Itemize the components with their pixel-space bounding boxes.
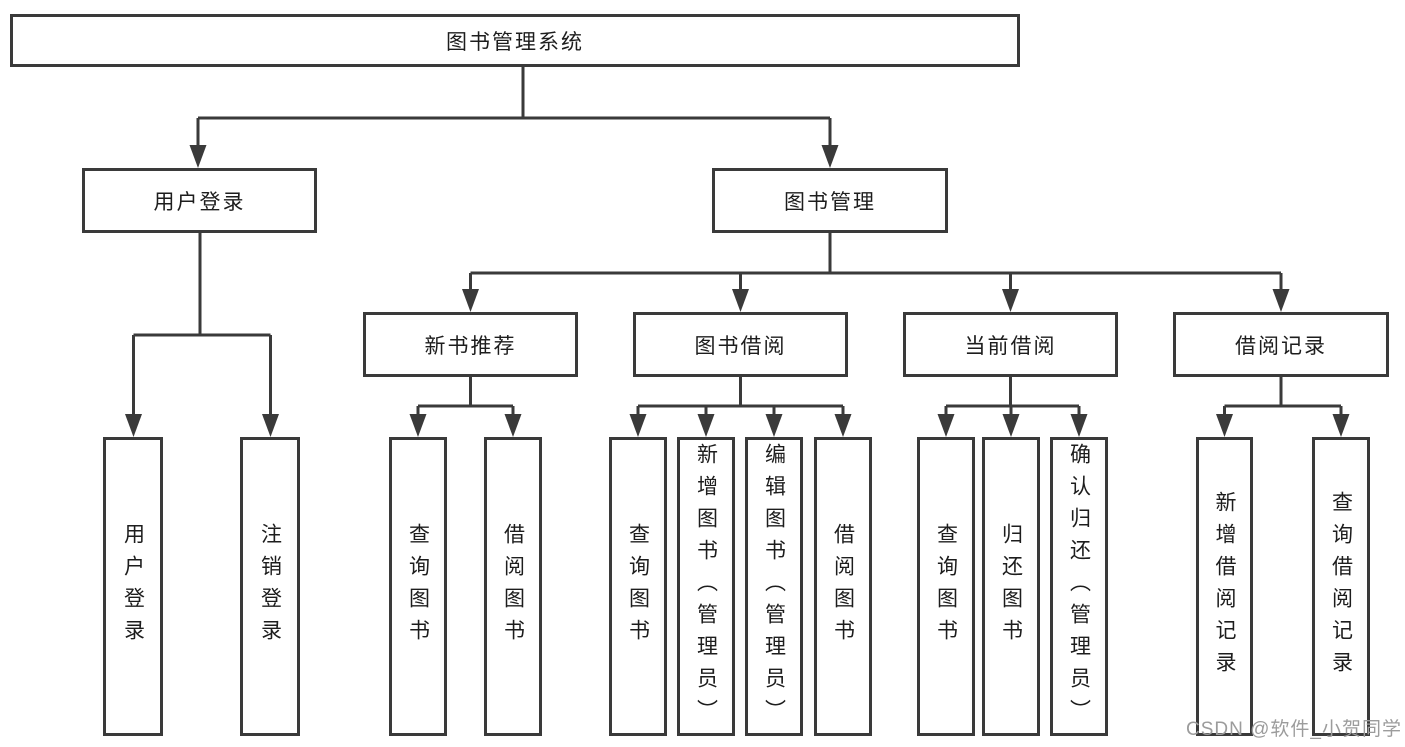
arrowhead bbox=[765, 414, 783, 437]
arrowhead bbox=[1272, 289, 1290, 312]
arrowhead bbox=[1002, 289, 1019, 312]
arrowhead bbox=[821, 145, 839, 168]
arrowhead bbox=[937, 414, 955, 437]
node-new-book-recommend: 新书推荐 bbox=[363, 312, 578, 377]
arrowhead bbox=[1002, 414, 1020, 437]
arrowhead bbox=[629, 414, 647, 437]
node-current-borrow: 当前借阅 bbox=[903, 312, 1118, 377]
leaf-confirm-return-admin: 确认归还（管理员） bbox=[1050, 437, 1108, 736]
leaf-query-borrow-record: 查询借阅记录 bbox=[1312, 437, 1370, 736]
node-label: 新增借阅记录 bbox=[1213, 490, 1237, 683]
arrowhead bbox=[262, 414, 279, 437]
node-label: 编辑图书（管理员） bbox=[762, 442, 786, 731]
node-label: 新增图书（管理员） bbox=[694, 442, 718, 731]
node-label: 查询借阅记录 bbox=[1329, 490, 1353, 683]
node-label: 查询图书 bbox=[406, 522, 430, 651]
node-label: 图书借阅 bbox=[694, 334, 787, 358]
connector-book-borrow-to-leaves bbox=[636, 377, 845, 420]
node-label: 图书管理系统 bbox=[446, 30, 584, 54]
csdn-watermark: CSDN @软件_小贺同学 bbox=[1186, 719, 1402, 740]
node-borrow-records: 借阅记录 bbox=[1173, 312, 1389, 377]
leaf-edit-book-admin: 编辑图书（管理员） bbox=[745, 437, 803, 736]
node-book-borrow: 图书借阅 bbox=[633, 312, 848, 377]
node-label: 归还图书 bbox=[999, 522, 1023, 651]
node-book-management: 图书管理 bbox=[712, 168, 948, 233]
leaf-borrow-books: 借阅图书 bbox=[814, 437, 872, 736]
arrowhead bbox=[697, 414, 715, 437]
arrowhead bbox=[462, 289, 479, 312]
node-label: 当前借阅 bbox=[964, 334, 1057, 358]
connector-new-book-to-leaves bbox=[416, 377, 515, 420]
leaf-query-books: 查询图书 bbox=[389, 437, 447, 736]
connector-current-borrow-to-leaves bbox=[944, 377, 1081, 420]
arrowhead bbox=[504, 414, 522, 437]
leaf-borrow-books: 借阅图书 bbox=[484, 437, 542, 736]
node-label: 用户登录 bbox=[153, 190, 246, 214]
node-label: 注销登录 bbox=[258, 522, 282, 651]
node-label: 借阅记录 bbox=[1235, 334, 1327, 358]
arrowhead bbox=[732, 289, 749, 312]
node-user-login: 用户登录 bbox=[82, 168, 317, 233]
leaf-logout: 注销登录 bbox=[240, 437, 300, 736]
arrowhead bbox=[834, 414, 852, 437]
leaf-query-books: 查询图书 bbox=[917, 437, 975, 736]
arrowhead bbox=[409, 414, 427, 437]
node-label: 借阅图书 bbox=[831, 522, 855, 651]
node-label: 查询图书 bbox=[934, 522, 958, 651]
arrowhead bbox=[189, 145, 207, 168]
node-root-library-system: 图书管理系统 bbox=[10, 14, 1020, 67]
arrowhead bbox=[125, 414, 142, 437]
arrowhead bbox=[1070, 414, 1088, 437]
node-label: 确认归还（管理员） bbox=[1067, 442, 1091, 731]
arrowhead bbox=[1332, 414, 1350, 437]
arrowhead bbox=[1216, 414, 1233, 437]
connector-book-mgmt-to-sections bbox=[469, 233, 1283, 295]
node-label: 用户登录 bbox=[121, 522, 145, 651]
connector-borrow-records-to-leaves bbox=[1223, 377, 1343, 420]
leaf-add-book-admin: 新增图书（管理员） bbox=[677, 437, 735, 736]
leaf-add-borrow-record: 新增借阅记录 bbox=[1196, 437, 1253, 736]
node-label: 新书推荐 bbox=[424, 334, 517, 358]
leaf-query-books: 查询图书 bbox=[609, 437, 667, 736]
node-label: 图书管理 bbox=[784, 190, 876, 214]
leaf-user-login: 用户登录 bbox=[103, 437, 163, 736]
node-label: 查询图书 bbox=[626, 522, 650, 651]
connector-user-login-to-leaves bbox=[132, 233, 272, 420]
node-label: 借阅图书 bbox=[501, 522, 525, 651]
connector-root-to-level2 bbox=[196, 67, 832, 150]
leaf-return-book: 归还图书 bbox=[982, 437, 1040, 736]
